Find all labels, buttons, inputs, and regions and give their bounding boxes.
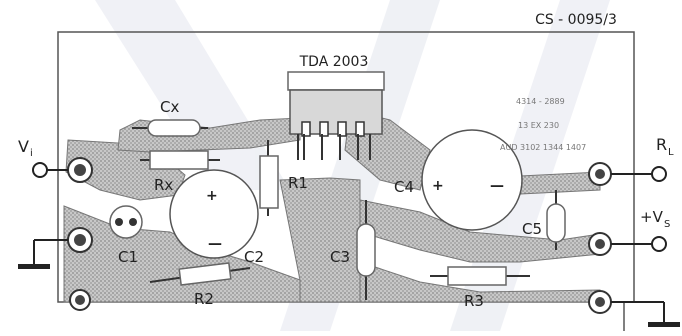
input-label-sub: i bbox=[30, 148, 33, 159]
pad-ground-right bbox=[588, 290, 612, 314]
resistor-r1 bbox=[259, 140, 279, 216]
label-c5: C5 bbox=[522, 220, 542, 238]
ground-symbol-right bbox=[648, 322, 680, 327]
pad-supply bbox=[588, 232, 612, 256]
label-c1: C1 bbox=[118, 248, 138, 266]
resistor-r2 bbox=[149, 262, 251, 286]
load-label-sub: L bbox=[668, 147, 674, 158]
terminal-ground-left bbox=[18, 239, 68, 269]
c2-plus-mark: + bbox=[206, 188, 218, 204]
resistor-rx bbox=[140, 150, 220, 170]
pad-ground-left bbox=[67, 227, 93, 253]
supply-label: +V bbox=[640, 208, 664, 226]
label-cx: Cx bbox=[160, 98, 179, 116]
pad-mount-left bbox=[69, 289, 91, 311]
resistor-r3 bbox=[430, 266, 530, 286]
pad-load bbox=[588, 162, 612, 186]
board-note-1: 4314 - 2889 bbox=[516, 97, 565, 106]
ground-symbol-left bbox=[18, 264, 50, 269]
label-c4: C4 bbox=[394, 178, 414, 196]
capacitor-c5 bbox=[546, 190, 566, 250]
ic-heatsink-tab bbox=[287, 71, 385, 91]
capacitor-c4 bbox=[421, 129, 523, 231]
terminal-supply bbox=[611, 236, 667, 252]
label-c3: C3 bbox=[330, 248, 350, 266]
label-c2: C2 bbox=[244, 248, 264, 266]
capacitor-c3 bbox=[356, 200, 376, 300]
capacitor-cx bbox=[132, 119, 208, 137]
label-r3: R3 bbox=[464, 292, 484, 310]
terminal-input bbox=[32, 162, 68, 178]
board-code: CS - 0095/3 bbox=[535, 12, 617, 28]
board-note-3: AUD 3102 1344 1407 bbox=[500, 143, 586, 152]
label-r2: R2 bbox=[194, 290, 214, 308]
load-label: R bbox=[656, 135, 667, 154]
label-r1: R1 bbox=[288, 174, 308, 192]
input-label: V bbox=[18, 137, 29, 156]
capacitor-c1 bbox=[109, 205, 143, 239]
c4-plus-mark: + bbox=[432, 178, 444, 194]
ic-tda2003 bbox=[287, 71, 385, 160]
ic-label: TDA 2003 bbox=[299, 54, 369, 70]
label-rx: Rx bbox=[154, 176, 173, 194]
c2-minus-mark: — bbox=[208, 236, 222, 252]
terminal-load bbox=[611, 166, 667, 182]
pad-input bbox=[67, 157, 93, 183]
board-note-2: 13 EX 230 bbox=[518, 121, 559, 130]
capacitor-c2 bbox=[169, 169, 259, 259]
terminal-ground-right bbox=[611, 301, 680, 327]
c4-minus-mark: — bbox=[490, 178, 504, 194]
supply-label-sub: S bbox=[664, 219, 670, 230]
